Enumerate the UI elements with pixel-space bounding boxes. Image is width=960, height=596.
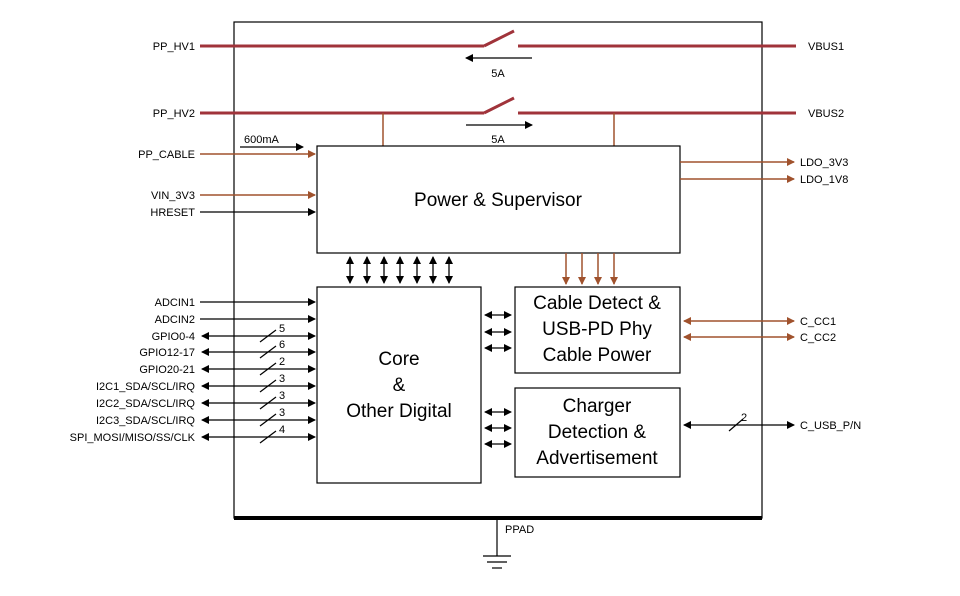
ldo-1v8-label: LDO_1V8 [800,174,848,186]
power-cable-links [562,253,618,285]
charger-block [514,387,681,478]
cable-detect-label-2: USB-PD Phy [542,319,652,340]
core-label-3: Other Digital [346,401,452,422]
gpio0-4-label: GPIO0-4 [152,331,195,343]
current-2-label: 5A [491,134,505,146]
i2c2-width: 3 [279,390,285,402]
i2c2-label: I2C2_SDA/SCL/IRQ [96,398,195,410]
gpio0-4-width: 5 [279,323,285,335]
current-1-label: 5A [491,68,505,80]
c-cc2-label: C_CC2 [800,332,836,344]
power-supervisor-block [316,145,681,254]
cable-detect-label-1: Cable Detect & [533,293,661,314]
gpio20-21-width: 2 [279,356,285,368]
rail-2 [200,96,796,146]
gpio12-17-width: 6 [279,339,285,351]
left-power-inputs [200,143,316,216]
charger-label-3: Advertisement [536,448,658,469]
ground-icon [483,520,511,569]
c-cc1-label: C_CC1 [800,316,836,328]
cable-detect-block [514,286,681,374]
i2c1-label: I2C1_SDA/SCL/IRQ [96,381,195,393]
pp-cable-current-label: 600mA [244,134,280,146]
charger-label-1: Charger [563,396,632,417]
i2c3-width: 3 [279,407,285,419]
vin-3v3-label: VIN_3V3 [151,190,195,202]
ppad-label: PPAD [505,524,534,536]
cable-detect-label-3: Cable Power [543,345,652,366]
c-usb-pn-label: C_USB_P/N [800,420,861,432]
c-usb-width: 2 [741,412,747,424]
vbus1-label: VBUS1 [808,41,844,53]
gpio20-21-label: GPIO20-21 [139,364,195,376]
rail-1 [200,29,796,62]
hreset-label: HRESET [150,207,195,219]
i2c3-label: I2C3_SDA/SCL/IRQ [96,415,195,427]
i2c1-width: 3 [279,373,285,385]
ldo-3v3-label: LDO_3V3 [800,157,848,169]
pp-cable-label: PP_CABLE [138,149,195,161]
charger-label-2: Detection & [548,422,647,443]
gpio12-17-label: GPIO12-17 [139,347,195,359]
core-side-links [484,311,512,448]
power-core-bus [346,256,453,284]
spi-label: SPI_MOSI/MISO/SS/CLK [70,432,196,444]
core-label-1: Core [378,349,419,370]
vbus2-label: VBUS2 [808,108,844,120]
right-links [680,158,795,432]
core-label-2: & [393,375,406,396]
core-block [316,286,482,484]
pp-hv1-label: PP_HV1 [153,41,195,53]
spi-width: 4 [279,424,285,436]
left-core-io [200,298,316,444]
adcin1-label: ADCIN1 [155,297,195,309]
adcin2-label: ADCIN2 [155,314,195,326]
pp-hv2-label: PP_HV2 [153,108,195,120]
power-supervisor-label: Power & Supervisor [414,190,583,211]
